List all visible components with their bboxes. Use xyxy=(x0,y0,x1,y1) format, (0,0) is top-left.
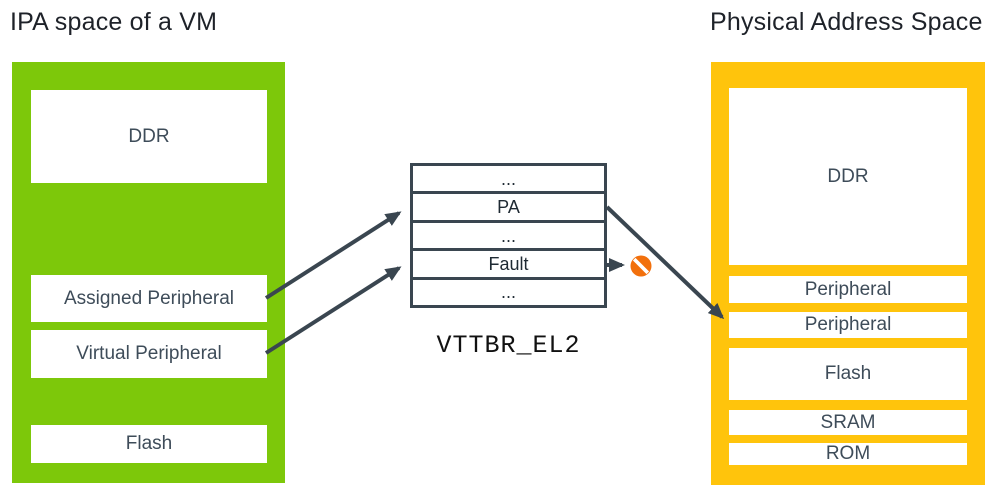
pa-flash-label: Flash xyxy=(824,363,872,384)
vttbr-translation-table: ... PA ... Fault ... xyxy=(410,163,607,308)
pa-flash-box: Flash xyxy=(729,348,967,400)
vttbr-el2-label: VTTBR_EL2 xyxy=(436,331,581,360)
ipa-ddr-label: DDR xyxy=(128,125,170,147)
pa-peripheral-label-1: Peripheral xyxy=(804,278,892,300)
table-row-pa: PA xyxy=(413,194,604,223)
table-row: ... xyxy=(413,223,604,252)
table-row: ... xyxy=(500,282,516,303)
pa-space-title: Physical Address Space xyxy=(710,8,983,36)
ipa-flash-box: Flash xyxy=(31,425,267,463)
ipa-virtual-peripheral-label: Virtual Peripheral xyxy=(76,343,222,364)
ipa-assigned-peripheral-box: Assigned Peripheral xyxy=(31,275,267,322)
ipa-ddr-box: DDR xyxy=(31,90,267,183)
pa-ddr-label: DDR xyxy=(827,165,869,187)
pa-sram-box: SRAM xyxy=(729,410,967,435)
table-row-fault: Fault xyxy=(413,251,604,280)
pa-peripheral-box-2: Peripheral xyxy=(729,312,967,338)
pa-sram-label: SRAM xyxy=(820,411,876,433)
ipa-virtual-peripheral-box: Virtual Peripheral xyxy=(31,330,267,378)
pa-ddr-box: DDR xyxy=(729,88,967,265)
arrow-assigned-to-pa-entry xyxy=(264,211,402,300)
ipa-flash-label: Flash xyxy=(125,433,173,454)
pa-rom-label: ROM xyxy=(825,443,871,464)
no-entry-icon xyxy=(630,255,652,277)
arrow-virtual-to-fault-entry xyxy=(264,266,402,355)
pa-column: DDR Peripheral Peripheral Flash SRAM ROM xyxy=(711,62,985,485)
pa-rom-box: ROM xyxy=(729,443,967,465)
ipa-assigned-peripheral-label: Assigned Peripheral xyxy=(63,287,235,309)
table-row: ... xyxy=(413,166,604,195)
pa-peripheral-box-1: Peripheral xyxy=(729,276,967,303)
ipa-space-title: IPA space of a VM xyxy=(10,8,218,36)
ipa-column: DDR Assigned Peripheral Virtual Peripher… xyxy=(12,62,285,483)
arrow-pa-entry-to-physical-peripheral xyxy=(605,205,725,320)
pa-peripheral-label-2: Peripheral xyxy=(804,314,892,335)
